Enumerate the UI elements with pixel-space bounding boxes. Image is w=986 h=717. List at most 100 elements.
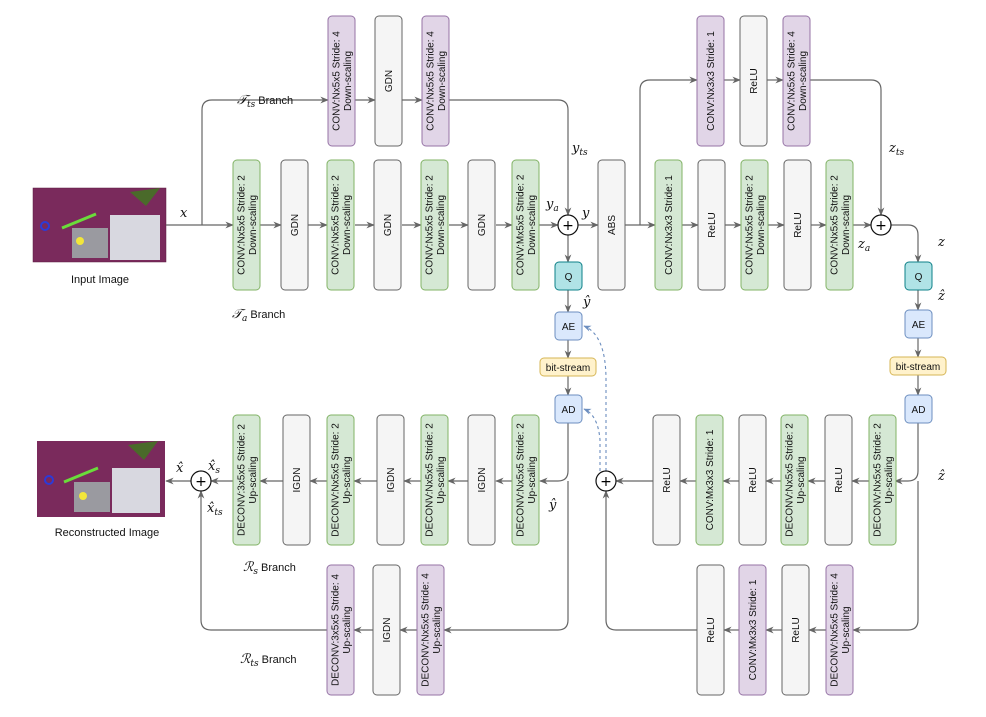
math-label: ŷ [548, 498, 557, 513]
block-label: CONV:Nx5x5 Stride: 4Down-scaling [331, 31, 354, 131]
block-label: GDN [477, 214, 488, 236]
arrow [602, 490, 697, 631]
relu-block: ReLU [738, 414, 767, 546]
math-label: x̂ [176, 461, 184, 476]
relu-block: ReLU [652, 414, 681, 546]
gdn-block: GDN [373, 159, 402, 291]
svg-text:+: + [195, 474, 207, 490]
input-image-caption: Input Image [71, 274, 129, 286]
block-label: CONV:Nx3x3 Stride: 1 [664, 175, 675, 275]
block-label: DECONV:Nx5x5 Stride: 2Up-scaling [784, 423, 807, 537]
block-label: ReLU [793, 212, 804, 238]
conv-block: CONV:Nx5x5 Stride: 2Down-scaling [420, 159, 449, 291]
gdn-block: GDN [374, 15, 403, 147]
sum-node: + [595, 470, 617, 492]
ae-block: AE [904, 309, 933, 339]
block-label: IGDN [386, 468, 397, 493]
block-label: AE [912, 320, 926, 331]
math-label: zts [888, 141, 904, 158]
conv-block: CONV:Mx3x3 Stride: 1 [695, 414, 724, 546]
conv-block: CONV:Mx5x5 Stride: 2Down-scaling [511, 159, 540, 291]
arrow [539, 423, 569, 485]
block-label: DECONV:3x5x5 Stride: 4Up-scaling [330, 574, 353, 686]
block-label: AD [562, 405, 576, 416]
conv-block: CONV:Nx5x5 Stride: 2Down-scaling [740, 159, 769, 291]
relu-block: ReLU [697, 159, 726, 291]
dashed-arrow-to-ad [583, 408, 601, 471]
sum-nodes: + + + + [190, 214, 892, 492]
sum-node: + [190, 470, 212, 492]
math-label: x [180, 206, 188, 221]
block-label: IGDN [382, 618, 393, 643]
deconv-block: DECONV:Nx5x5 Stride: 2Up-scaling [326, 414, 355, 546]
block-label: IGDN [477, 468, 488, 493]
math-label: ẑ [937, 289, 945, 304]
deconv-block: DECONV:Nx5x5 Stride: 2Up-scaling [420, 414, 449, 546]
block-label: ReLU [749, 68, 760, 94]
bit-stream-block: bit-stream [539, 357, 597, 377]
block-label: CONV:Nx5x5 Stride: 2Down-scaling [424, 175, 447, 275]
relu-block: ReLU [783, 159, 812, 291]
deconv-block: DECONV:Nx5x5 Stride: 2Up-scaling [511, 414, 540, 546]
conv-block: CONV:Mx3x3 Stride: 1 [738, 564, 767, 696]
arrow [201, 96, 329, 225]
ae-block: AE [554, 311, 583, 341]
conv-block: CONV:Nx3x3 Stride: 1 [696, 15, 725, 147]
math-label: ẑ [937, 469, 945, 484]
block-label: ABS [607, 215, 618, 235]
block-label: DECONV:Nx5x5 Stride: 2Up-scaling [515, 423, 538, 537]
connections [165, 76, 922, 634]
deconv-block: DECONV:3x5x5 Stride: 2Up-scaling [232, 414, 261, 546]
igdn-block: IGDN [282, 414, 311, 546]
block-label: Q [565, 272, 573, 283]
block-label: ReLU [748, 467, 759, 493]
dashed-arrow-to-ae [583, 325, 607, 471]
relu-block: ReLU [696, 564, 725, 696]
ad-block: AD [554, 394, 583, 424]
block-label: AD [912, 405, 926, 416]
igdn-block: IGDN [372, 564, 401, 696]
block-label: CONV:Nx5x5 Stride: 4Down-scaling [786, 31, 809, 131]
sum-node: + [557, 214, 579, 236]
block-label: Q [915, 272, 923, 283]
math-label: z [937, 235, 945, 250]
conv-block: CONV:Nx5x5 Stride: 4Down-scaling [327, 15, 356, 147]
arrow [197, 490, 327, 631]
input-image [32, 187, 167, 263]
block-label: DECONV:Nx5x5 Stride: 2Up-scaling [872, 423, 895, 537]
arrow [443, 481, 569, 634]
bit-stream-block: bit-stream [889, 356, 947, 376]
math-label: za [857, 237, 870, 254]
gdn-block: GDN [280, 159, 309, 291]
reconstructed-image-caption: Reconstructed Image [55, 527, 160, 539]
math-label: x̂ts [207, 501, 223, 518]
block-label: CONV:Nx5x5 Stride: 2Down-scaling [236, 175, 259, 275]
svg-text:+: + [875, 218, 887, 234]
math-label: ŷ [582, 295, 591, 310]
block-label: IGDN [292, 468, 303, 493]
conv-block: CONV:Nx5x5 Stride: 2Down-scaling [326, 159, 355, 291]
block-label: ReLU [791, 617, 802, 643]
conv-block: CONV:Nx5x5 Stride: 2Down-scaling [232, 159, 261, 291]
block-label: bit-stream [896, 362, 940, 373]
relu-block: ReLU [781, 564, 810, 696]
block-label: CONV:Nx3x3 Stride: 1 [706, 31, 717, 131]
block-label: CONV:Mx3x3 Stride: 1 [705, 429, 716, 530]
deconv-block: DECONV:Nx5x5 Stride: 4Up-scaling [825, 564, 854, 696]
branch-label: 𝒯a Branch [232, 307, 285, 324]
arrow [894, 423, 919, 485]
arrow [810, 79, 885, 216]
arrow [852, 481, 919, 634]
block-label: ReLU [834, 467, 845, 493]
conv-block: CONV:Nx5x5 Stride: 4Down-scaling [782, 15, 811, 147]
block-label: DECONV:Nx5x5 Stride: 2Up-scaling [330, 423, 353, 537]
block-label: DECONV:Nx5x5 Stride: 4Up-scaling [420, 573, 443, 687]
svg-text:+: + [600, 474, 612, 490]
relu-block: ReLU [824, 414, 853, 546]
sum-node: + [870, 214, 892, 236]
block-label: CONV:Nx5x5 Stride: 2Down-scaling [829, 175, 852, 275]
q-block: Q [904, 261, 933, 291]
block-label: AE [562, 322, 576, 333]
